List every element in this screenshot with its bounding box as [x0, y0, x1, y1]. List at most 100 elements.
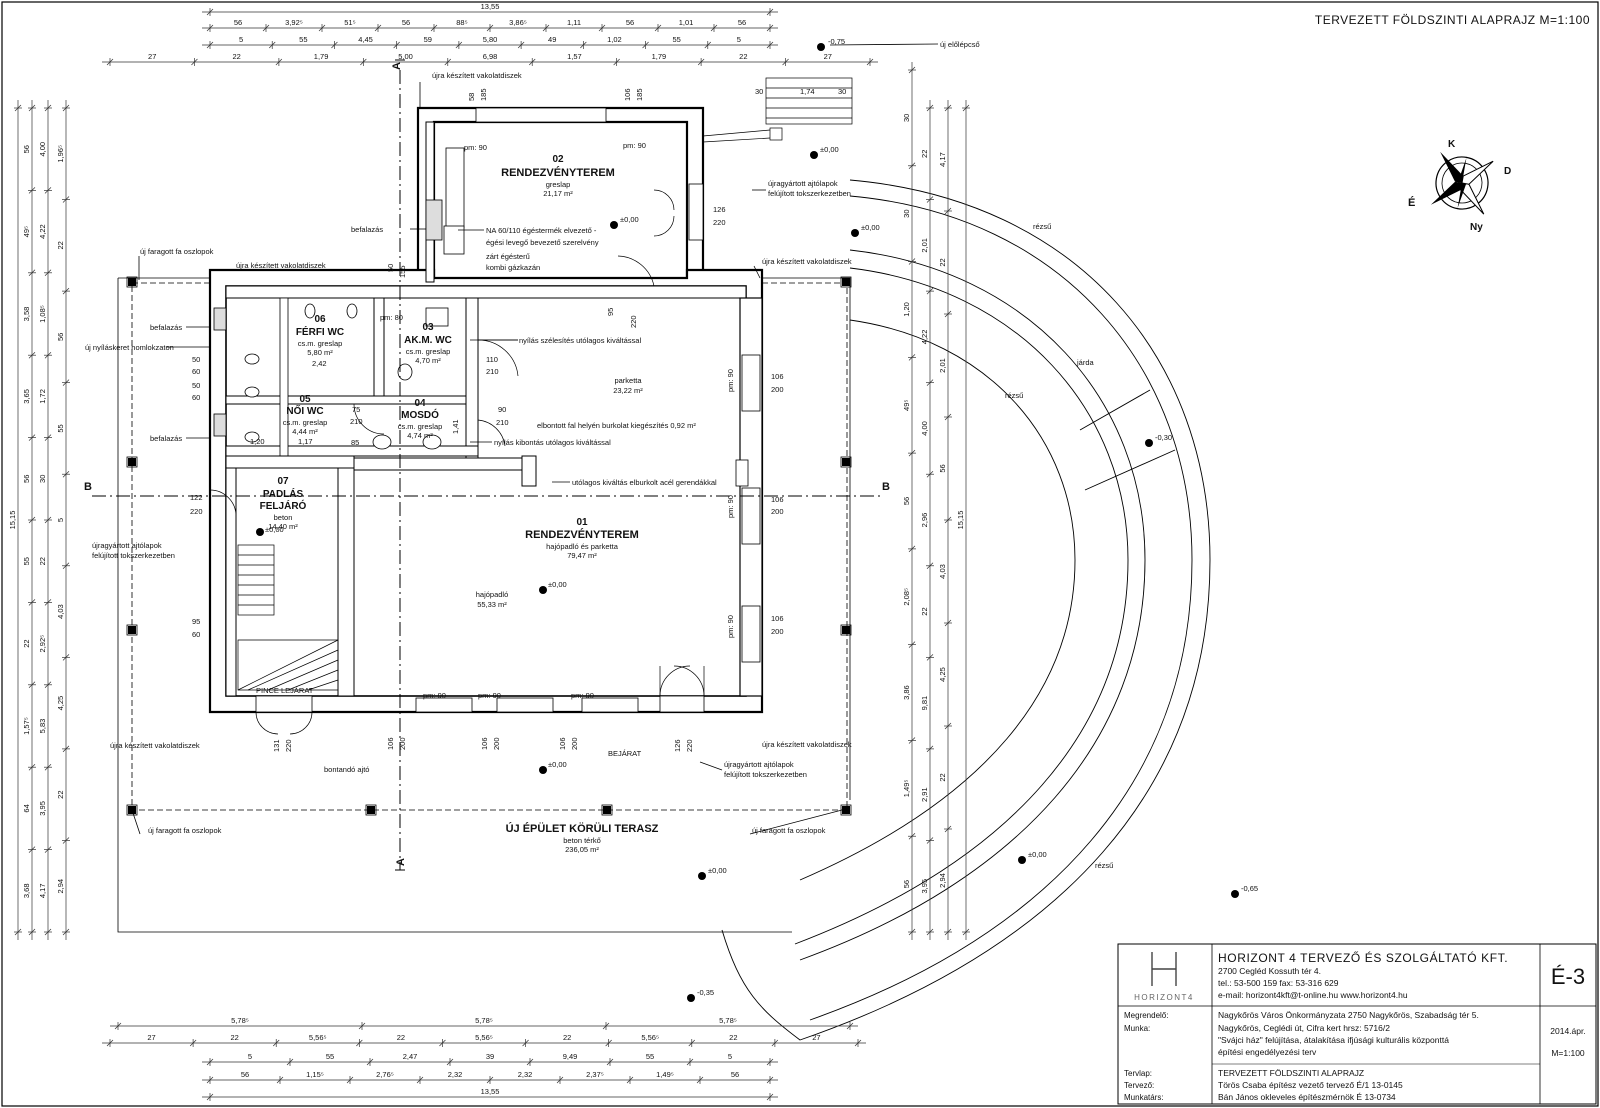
dim-top-row1: 56 — [626, 18, 634, 27]
dim-top-total: 13,55 — [481, 2, 500, 11]
dim-left-b: 3,95 — [38, 801, 47, 816]
level-marker: ±0,00 — [610, 215, 639, 229]
svg-text:14,40 m²: 14,40 m² — [268, 522, 298, 531]
svg-text:tel.: 53-500 159 fax: 53-316: tel.: 53-500 159 fax: 53-316 629 — [1218, 978, 1339, 988]
rezsu-label: rézsű — [1005, 391, 1023, 400]
svg-text:pm: 90: pm: 90 — [726, 495, 735, 518]
dim-bottom-row2: 5,56⁵ — [475, 1033, 493, 1042]
svg-text:felújított tokszerkezetben: felújított tokszerkezetben — [768, 189, 851, 198]
dim-bottom-row3: 55 — [646, 1052, 654, 1061]
svg-text:220: 220 — [284, 739, 293, 752]
dim-right-b: 22 — [920, 150, 929, 158]
dim-bottom-row2: 27 — [147, 1033, 155, 1042]
svg-text:220: 220 — [713, 218, 726, 227]
svg-text:BEJÁRAT: BEJÁRAT — [608, 749, 642, 758]
dim-bottom-row3: 5 — [728, 1052, 732, 1061]
svg-text:50: 50 — [192, 381, 200, 390]
svg-text:Munkatárs:: Munkatárs: — [1124, 1093, 1164, 1102]
svg-text:210: 210 — [486, 367, 499, 376]
zone-hajopadlo: hajópadló 55,33 m² — [476, 590, 509, 609]
svg-text:pm: 80: pm: 80 — [380, 313, 403, 322]
dim-left-a: 1,57⁵ — [22, 717, 31, 735]
svg-text:M=1:100: M=1:100 — [1551, 1048, 1585, 1058]
dim-right-b: 4,22 — [920, 330, 929, 345]
dim-top-row1: 1,01 — [679, 18, 694, 27]
dim-bottom-row4: 56 — [731, 1070, 739, 1079]
svg-text:cs.m. greslap: cs.m. greslap — [406, 347, 451, 356]
svg-text:±0,00: ±0,00 — [265, 525, 284, 534]
svg-text:greslap: greslap — [546, 180, 571, 189]
dim-bottom-row2: 5,56⁵ — [641, 1033, 659, 1042]
dim-bottom-row4: 2,32 — [518, 1070, 533, 1079]
svg-text:4,70 m²: 4,70 m² — [415, 356, 441, 365]
svg-text:155: 155 — [398, 265, 407, 278]
dim-right-b: 4,00 — [920, 421, 929, 436]
dim-top-row3: 5,00 — [398, 52, 413, 61]
level-marker: ±0,00 — [256, 525, 284, 536]
level-marker: -0,35 — [687, 988, 714, 1002]
svg-text:pm: 90: pm: 90 — [623, 141, 646, 150]
svg-text:85: 85 — [351, 438, 359, 447]
svg-text:110: 110 — [486, 355, 498, 364]
svg-text:220: 220 — [629, 315, 638, 328]
svg-text:±0,00: ±0,00 — [548, 760, 567, 769]
svg-text:Törös Csaba építész vezető ter: Törös Csaba építész vezető tervező É/1 1… — [1218, 1080, 1403, 1090]
dim-top-row2: 49 — [548, 35, 556, 44]
dim-top-row1: 56 — [234, 18, 242, 27]
dim-left-c: 56 — [56, 333, 65, 341]
compass-w: É — [1408, 196, 1415, 209]
compass-s: Ny — [1470, 222, 1483, 233]
dim-top-row3: 27 — [824, 52, 832, 61]
dim-right-b: 2,96 — [920, 513, 929, 528]
dim-top-row3: 22 — [739, 52, 747, 61]
dim-bottom-row3: 39 — [486, 1052, 494, 1061]
svg-text:hajópadló: hajópadló — [476, 590, 509, 599]
sanitary-fixtures — [213, 147, 465, 450]
dim-top-row3: 1,57 — [567, 52, 582, 61]
dim-top-row2: 55 — [299, 35, 307, 44]
svg-text:30: 30 — [838, 87, 846, 96]
level-marker: ±0,00 — [698, 866, 727, 880]
dim-left-a: 3,68 — [22, 883, 31, 898]
svg-text:±0,00: ±0,00 — [708, 866, 727, 875]
svg-text:106: 106 — [623, 88, 632, 101]
svg-text:03: 03 — [422, 322, 434, 333]
room-07: 07 PADLÁS FELJÁRÓ beton 14,40 m² — [260, 476, 307, 531]
dim-right-c: 56 — [938, 464, 947, 472]
dim-bottom-row3: 5 — [248, 1052, 252, 1061]
dim-left-a: 3,65 — [22, 389, 31, 404]
dim-left-a: 56 — [22, 145, 31, 153]
zone-parketta: parketta 23,22 m² — [613, 376, 643, 395]
svg-text:106: 106 — [558, 737, 567, 750]
svg-text:23,22 m²: 23,22 m² — [613, 386, 643, 395]
company-name: HORIZONT 4 TERVEZŐ ÉS SZOLGÁLTATÓ KFT. — [1218, 950, 1508, 965]
svg-text:95: 95 — [606, 308, 615, 316]
dim-right-a: 56 — [902, 880, 911, 888]
svg-text:hajópadló és parketta: hajópadló és parketta — [546, 542, 619, 551]
dim-bottom-row3: 9,49 — [563, 1052, 578, 1061]
svg-text:PADLÁS: PADLÁS — [263, 487, 304, 500]
svg-text:FÉRFI WC: FÉRFI WC — [296, 325, 344, 338]
svg-text:210: 210 — [496, 418, 509, 427]
dim-right-a: 3,86 — [902, 685, 911, 700]
svg-text:újragyártott ajtólapok: újragyártott ajtólapok — [768, 179, 838, 188]
svg-text:RENDEZVÉNYTEREM: RENDEZVÉNYTEREM — [525, 528, 639, 541]
svg-text:220: 220 — [190, 507, 203, 516]
svg-text:1,17: 1,17 — [298, 437, 313, 446]
svg-text:MOSDÓ: MOSDÓ — [401, 408, 439, 421]
svg-text:50: 50 — [386, 264, 395, 272]
svg-text:NA 60/110 égéstermék elvezető: NA 60/110 égéstermék elvezető - — [486, 226, 597, 235]
svg-text:zárt égésterű: zárt égésterű — [486, 252, 530, 261]
svg-text:-0,30: -0,30 — [1155, 433, 1172, 442]
svg-text:±0,00: ±0,00 — [548, 580, 567, 589]
svg-text:befalazás: befalazás — [150, 434, 182, 443]
svg-text:FELJÁRÓ: FELJÁRÓ — [260, 499, 307, 512]
svg-text:79,47 m²: 79,47 m² — [567, 551, 597, 560]
svg-text:pm: 90: pm: 90 — [726, 615, 735, 638]
svg-text:200: 200 — [492, 737, 501, 750]
level-marker: ±0,00 — [851, 223, 880, 237]
svg-text:befalazás: befalazás — [351, 225, 383, 234]
dim-top-row1: 1,11 — [567, 18, 581, 27]
svg-text:beton térkő: beton térkő — [563, 836, 601, 845]
